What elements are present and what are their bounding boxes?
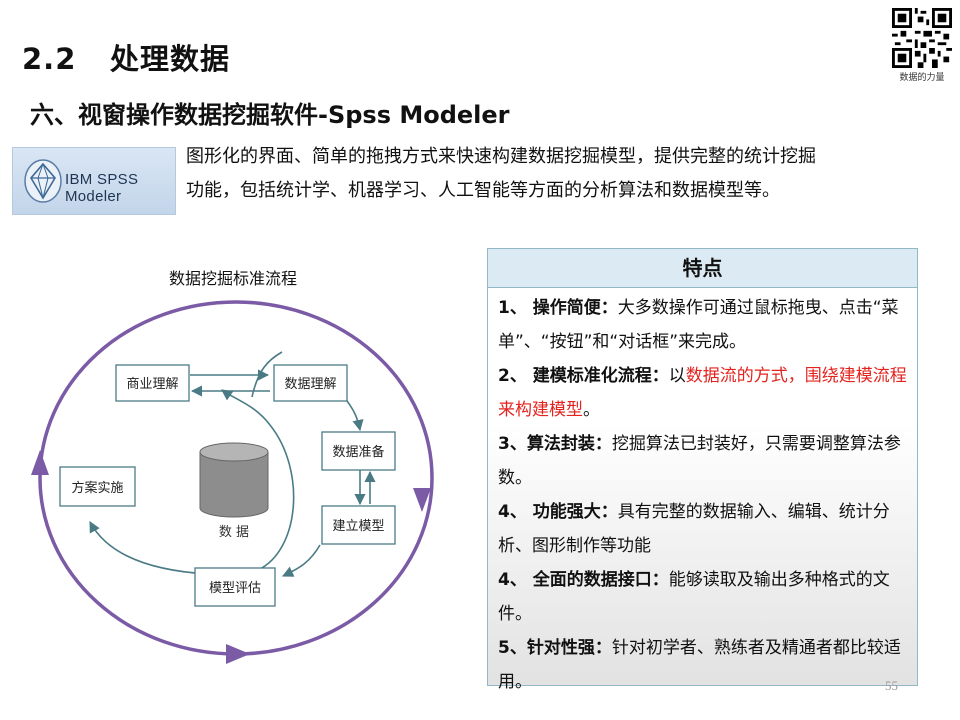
spss-modeler-logo: IBM SPSS Modeler xyxy=(12,147,176,215)
node-label: 数据理解 xyxy=(284,377,336,392)
feature-highlight: 数据流的方式，围绕建模流程来构建模型 xyxy=(498,366,907,420)
feature-text: 针对初学者、熟练者及精通者都比较适用。 xyxy=(498,638,901,692)
feature-label: 3、算法封装： xyxy=(498,434,612,454)
features-panel: 特点 1、 操作简便：大多数操作可通过鼠标拖曳、点击“菜单”、“按钮”和“对话框… xyxy=(487,248,918,692)
feature-item: 1、 操作简便：大多数操作可通过鼠标拖曳、点击“菜单”、“按钮”和“对话框”来完… xyxy=(498,291,909,359)
evaluation-to-deployment-arrow xyxy=(89,521,209,575)
page-number: 55 xyxy=(885,678,898,693)
feature-item: 2、 建模标准化流程：以数据流的方式，围绕建模流程来构建模型。 xyxy=(498,359,909,427)
qr-code-icon xyxy=(892,8,952,68)
spss-diamond-icon xyxy=(24,159,62,203)
database-label: 数 据 xyxy=(219,525,249,540)
feature-text: 以 xyxy=(668,366,686,386)
feature-item: 4、 功能强大：具有完整的数据输入、编辑、统计分析、图形制作等功能 xyxy=(498,495,909,563)
node-label: 数据准备 xyxy=(332,444,384,460)
slide-title: 2.2 处理数据 xyxy=(22,36,230,78)
intro-paragraph: 图形化的界面、简单的拖拽方式来快速构建数据挖掘模型，提供完整的统计挖掘 功能，包… xyxy=(186,140,936,208)
node-label: 建立模型 xyxy=(332,519,384,534)
feature-text: 具有完整的数据输入、编辑、统计分析、图形制作等功能 xyxy=(498,502,890,556)
features-list: 1、 操作简便：大多数操作可通过鼠标拖曳、点击“菜单”、“按钮”和“对话框”来完… xyxy=(488,288,917,699)
features-heading: 特点 xyxy=(488,249,917,288)
feature-item: 3、算法封装：挖掘算法已封装好，只需要调整算法参数。 xyxy=(498,427,909,495)
feature-label: 2、 建模标准化流程： xyxy=(498,366,669,386)
node-modeling: 建立模型 xyxy=(321,505,396,545)
slide-subtitle: 六、视窗操作数据挖掘软件-Spss Modeler xyxy=(30,101,510,129)
section-number: 2.2 xyxy=(22,42,77,76)
node-deployment: 方案实施 xyxy=(59,466,136,507)
feature-label: 4、 功能强大： xyxy=(498,502,618,522)
node-label: 方案实施 xyxy=(71,480,123,496)
feature-label: 1、 操作简便： xyxy=(498,298,618,318)
feature-text: 大多数操作可通过鼠标拖曳、点击“菜单”、“按钮”和“对话框”来完成。 xyxy=(498,298,899,352)
data-mining-process-diagram: 数据挖掘标准流程 商业理解 数据理解 数据准备 建立模型 模型评估 方案实施 xyxy=(31,269,434,664)
node-evaluation: 模型评估 xyxy=(194,567,276,607)
node-label: 模型评估 xyxy=(209,581,261,596)
node-label: 商业理解 xyxy=(126,377,178,392)
feature-item: 4、 全面的数据接口：能够读取及输出多种格式的文件。 xyxy=(498,563,909,631)
feature-item: 5、针对性强：针对初学者、熟练者及精通者都比较适用。 xyxy=(498,631,909,699)
feature-text: 。 xyxy=(583,400,600,420)
logo-text: IBM SPSS Modeler xyxy=(65,171,139,205)
cycle-arrow-bottom xyxy=(226,644,250,664)
feature-label: 5、针对性强： xyxy=(498,638,612,658)
diagram-title: 数据挖掘标准流程 xyxy=(169,269,297,288)
node-data-understanding: 数据理解 xyxy=(273,364,348,402)
qr-caption: 数据的力量 xyxy=(899,73,945,83)
section-title: 处理数据 xyxy=(110,42,231,76)
database-cylinder-icon xyxy=(199,442,269,518)
feature-text: 挖掘算法已封装好，只需要调整算法参数。 xyxy=(498,434,901,488)
cycle-arrow-left xyxy=(31,450,49,475)
cycle-arrow-right xyxy=(413,488,431,512)
feature-label: 4、 全面的数据接口： xyxy=(498,570,669,590)
node-data-preparation: 数据准备 xyxy=(321,431,396,471)
feature-text: 能够读取及输出多种格式的文件。 xyxy=(498,570,890,624)
evaluation-to-business-arrow xyxy=(221,389,295,571)
intro-line: 图形化的界面、简单的拖拽方式来快速构建数据挖掘模型，提供完整的统计挖掘 xyxy=(186,146,816,167)
intro-line: 功能，包括统计学、机器学习、人工智能等方面的分析算法和数据模型等。 xyxy=(186,180,780,201)
modeling-to-evaluation-arrow xyxy=(281,544,321,577)
node-business-understanding: 商业理解 xyxy=(115,364,190,402)
